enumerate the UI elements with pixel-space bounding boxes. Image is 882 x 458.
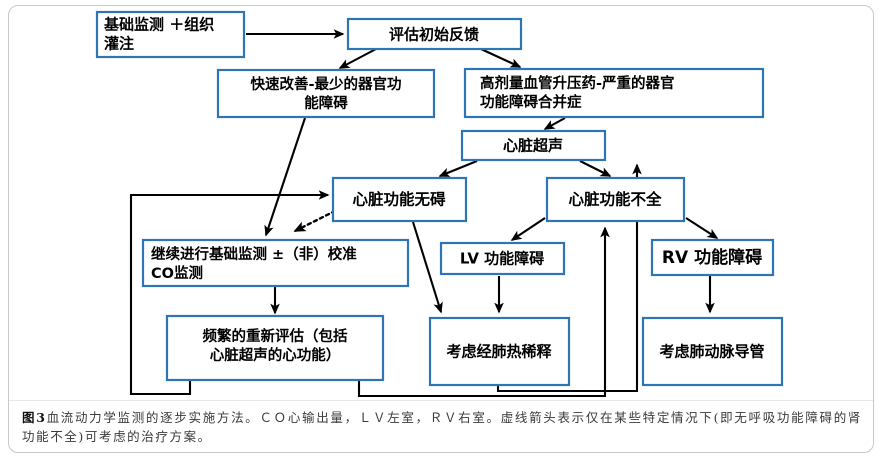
caption-divider: [9, 400, 873, 401]
svg-text:高剂量血管升压药-严重的器官: 高剂量血管升压药-严重的器官: [480, 74, 675, 92]
edge-echo-to-function-impaired: [579, 160, 612, 177]
svg-text:心脏超声的心功能）: 心脏超声的心功能）: [210, 346, 341, 364]
edge-assess-to-rapid: [338, 48, 377, 69]
svg-text:功能障碍合并症: 功能障碍合并症: [480, 93, 582, 111]
edge-vasopressor-to-echo: [543, 117, 566, 130]
edge-echo-to-function-ok: [438, 160, 478, 177]
node-consider-pa-catheter[interactable]: 考虑肺动脉导管: [641, 316, 784, 387]
figure-caption: 图3血流动力学监测的逐步实施方法。ＣＯ心输出量，ＬＶ左室，ＲＶ右室。虚线箭头表示…: [22, 408, 862, 446]
node-frequent-reassessment[interactable]: 频繁的重新评估（包括 心脏超声的心功能）: [165, 314, 385, 382]
svg-text:LV 功能障碍: LV 功能障碍: [460, 250, 544, 268]
svg-text:继续进行基础监测 ±（非）校准: 继续进行基础监测 ±（非）校准: [151, 245, 357, 263]
svg-text:灌注: 灌注: [104, 35, 134, 53]
svg-text:评估初始反馈: 评估初始反馈: [389, 26, 479, 44]
edge-loop-thermodilution-to-impaired: [496, 163, 642, 393]
edge-assess-to-vasopressor: [480, 48, 522, 68]
node-assess-initial[interactable]: 评估初始反馈: [346, 17, 523, 51]
node-lv-dysfunction[interactable]: LV 功能障碍: [439, 241, 566, 276]
edge-function-ok-downward: [411, 221, 443, 314]
edge-impaired-to-rv: [685, 217, 719, 239]
edge-loop-reassessment-to-function-ok: [129, 190, 330, 396]
svg-text:心脏功能无碍: 心脏功能无碍: [352, 190, 446, 209]
svg-text:频繁的重新评估（包括: 频繁的重新评估（包括: [203, 327, 348, 345]
node-cardiac-function-ok[interactable]: 心脏功能无碍: [331, 176, 468, 223]
svg-text:心脏超声: 心脏超声: [503, 137, 563, 155]
node-consider-thermodilution[interactable]: 考虑经肺热稀释: [428, 316, 571, 387]
svg-text:快速改善-最少的器官功: 快速改善-最少的器官功: [250, 75, 401, 93]
node-high-dose-vasopressor[interactable]: 高剂量血管升压药-严重的器官 功能障碍合并症: [463, 67, 765, 119]
edge-dotted-function-ok-to-continue: [293, 209, 337, 233]
node-rv-dysfunction[interactable]: RV 功能障碍: [650, 238, 775, 277]
svg-text:考虑肺动脉导管: 考虑肺动脉导管: [659, 343, 764, 361]
svg-text:RV 功能障碍: RV 功能障碍: [662, 247, 762, 268]
figure-caption-text: 血流动力学监测的逐步实施方法。ＣＯ心输出量，ＬＶ左室，ＲＶ右室。虚线箭头表示仅在…: [22, 410, 862, 444]
svg-text:考虑经肺热稀释: 考虑经肺热稀释: [446, 343, 552, 361]
node-echocardiography[interactable]: 心脏超声: [460, 129, 607, 162]
edge-impaired-to-lv: [510, 217, 546, 241]
svg-text:心脏功能不全: 心脏功能不全: [568, 190, 662, 209]
node-continue-basic-monitoring[interactable]: 继续进行基础监测 ±（非）校准 CO监测: [141, 238, 410, 288]
edge-loop-reassessment-right: [357, 226, 610, 398]
svg-text:CO监测: CO监测: [151, 264, 203, 282]
node-cardiac-function-impaired[interactable]: 心脏功能不全: [545, 176, 686, 223]
figure-label: 图3: [22, 410, 47, 425]
svg-text:能障碍: 能障碍: [304, 94, 348, 112]
node-rapid-improvement[interactable]: 快速改善-最少的器官功 能障碍: [216, 68, 436, 119]
edge-rapid-to-continue: [264, 117, 306, 237]
node-basic-monitoring[interactable]: 基础监测 ＋组织 灌注: [95, 10, 246, 59]
svg-text:基础监测 ＋组织: 基础监测 ＋组织: [103, 16, 214, 34]
